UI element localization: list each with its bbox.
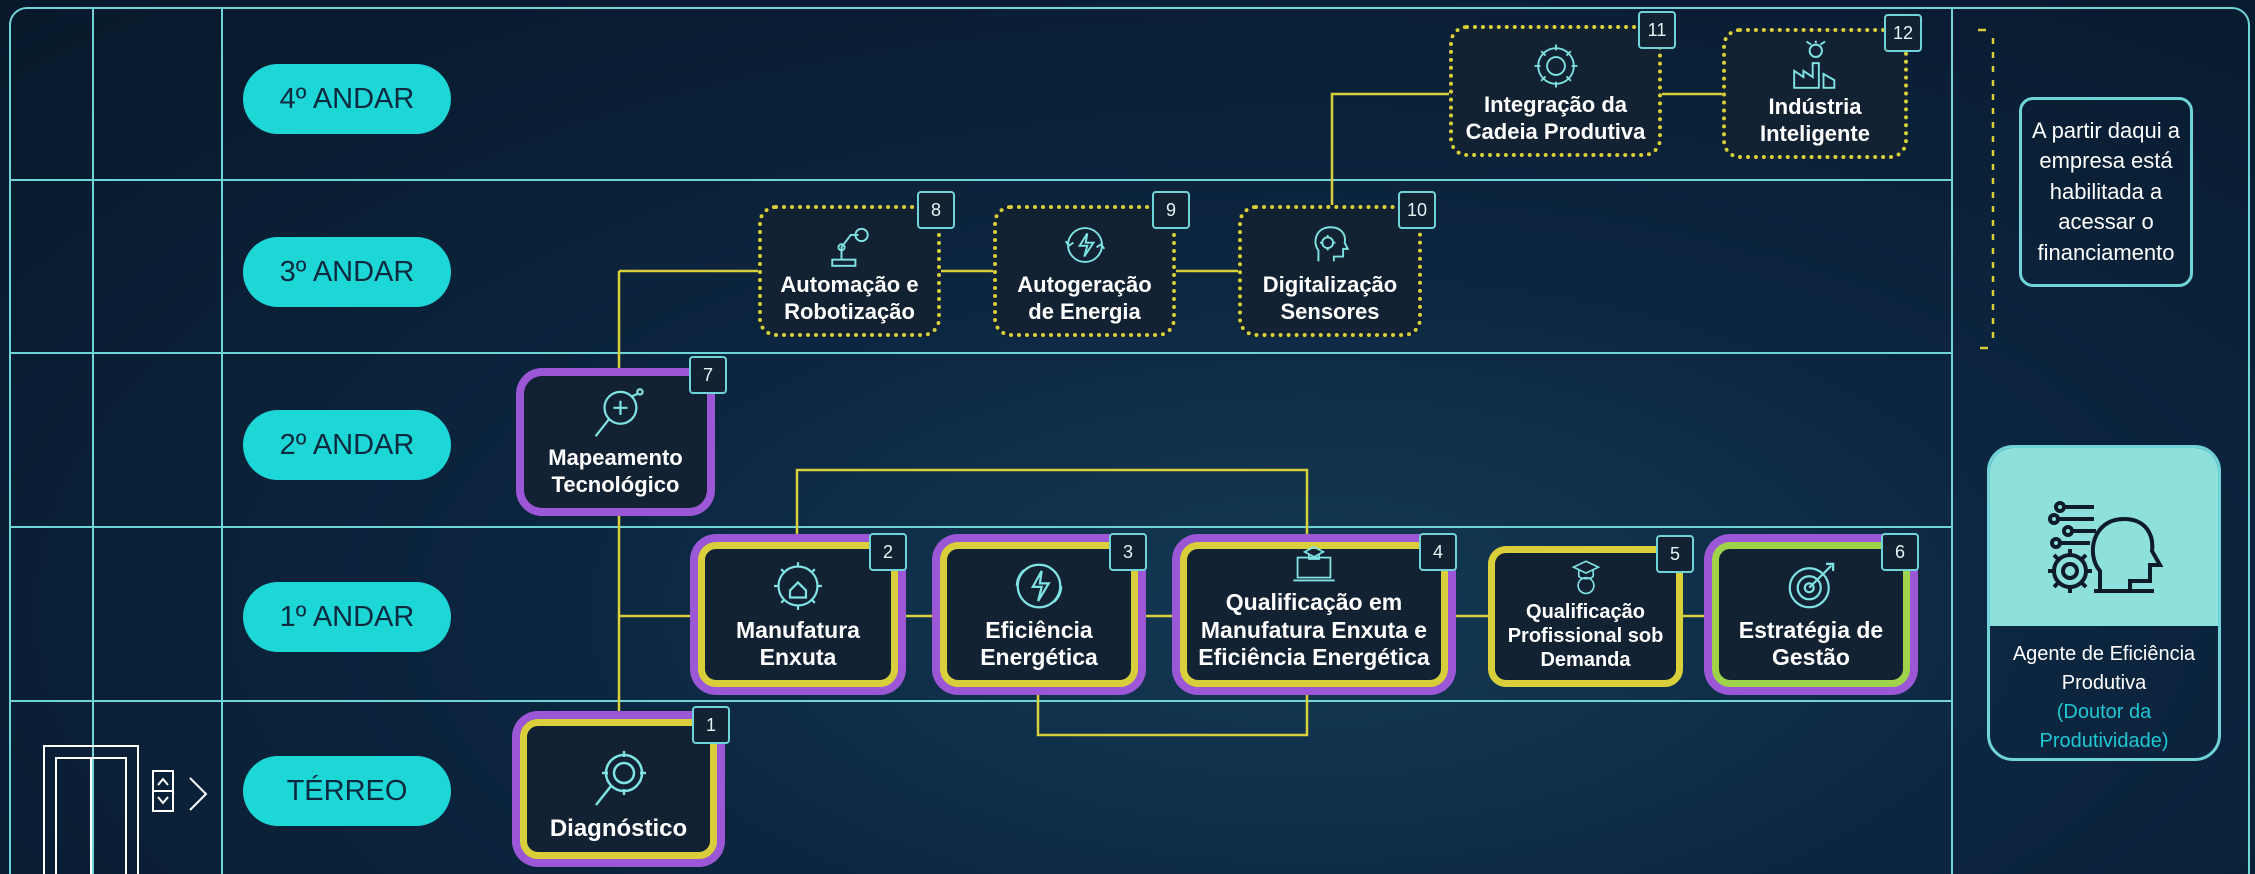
step-label: Automação e Robotização — [780, 272, 919, 324]
energy-gear-icon — [1015, 563, 1063, 609]
building-outline — [9, 7, 2250, 874]
agent-subtitle: (Doutor da Produtividade) — [2039, 701, 2169, 752]
step-number-badge: 9 — [1152, 191, 1190, 229]
step-1-diagnostico[interactable]: Diagnóstico 1 — [520, 706, 730, 859]
step-number-badge: 11 — [1638, 11, 1676, 49]
floor-label-2: 2º ANDAR — [243, 410, 451, 480]
energy-cycle-icon — [1064, 227, 1105, 264]
financing-note: A partir daqui a empresa está habilitada… — [2019, 97, 2193, 287]
financing-note-text: A partir daqui a empresa está habilitada… — [2032, 118, 2180, 265]
magnifier-gear-icon — [594, 751, 646, 806]
step-number-badge: 7 — [689, 356, 727, 394]
integration-gear-icon — [1533, 44, 1578, 88]
floor-divider — [9, 352, 1953, 354]
elevator-door-icon — [43, 745, 139, 874]
robot-arm-icon — [830, 228, 869, 268]
head-circuit-gear-icon — [2048, 501, 2164, 593]
step-label: Qualificação Profissional sob Demanda — [1507, 601, 1664, 671]
step-label: Manufatura Enxuta — [736, 616, 860, 671]
step-label: Mapeamento Tecnológico — [548, 445, 683, 497]
smart-factory-icon — [1793, 40, 1836, 90]
step-number-badge: 4 — [1419, 533, 1457, 571]
agent-image — [1990, 448, 2218, 626]
floor-label-3: 3º ANDAR — [243, 237, 451, 307]
target-gear-icon — [1788, 562, 1835, 609]
step-label: Digitalização Sensores — [1262, 272, 1398, 324]
step-12-industria-inteligente[interactable]: Indústria Inteligente 12 — [1722, 14, 1922, 159]
step-number-badge: 6 — [1881, 533, 1919, 571]
step-number-badge: 1 — [692, 706, 730, 744]
step-number-badge: 12 — [1884, 14, 1922, 52]
step-label: Autogeração de Energia — [1017, 272, 1152, 324]
floor-label-4: 4º ANDAR — [243, 64, 451, 134]
step-number-badge: 5 — [1656, 535, 1694, 573]
step-label: Integração da Cadeia Produtiva — [1465, 92, 1646, 144]
laptop-graduation-icon — [1293, 546, 1335, 582]
floor-divider — [9, 526, 1953, 528]
step-10-digitalizacao-sensores[interactable]: Digitalização Sensores 10 — [1238, 191, 1436, 337]
step-2-manufatura-enxuta[interactable]: Manufatura Enxuta 2 — [698, 533, 907, 687]
step-7-mapeamento-tecnologico[interactable]: Mapeamento Tecnológico 7 — [524, 356, 727, 508]
magnifier-circuit-icon — [594, 388, 644, 438]
agent-card: Agente de Eficiência Produtiva (Doutor d… — [1987, 445, 2221, 761]
elevator-buttons-icon[interactable] — [152, 770, 174, 814]
step-3-eficiencia-energetica[interactable]: Eficiência Energética 3 — [940, 533, 1147, 687]
column-divider — [92, 7, 94, 874]
agent-caption: Agente de Eficiência Produtiva (Doutor d… — [1990, 626, 2218, 756]
agent-title: Agente de Eficiência Produtiva — [2012, 643, 2196, 694]
chevron-right-icon — [189, 777, 208, 811]
step-label: Diagnóstico — [549, 815, 688, 843]
graduation-head-icon — [1571, 560, 1600, 595]
step-4-qualificacao-manufatura-eficiencia[interactable]: Qualificação em Manufatura Enxuta e Efic… — [1180, 533, 1457, 687]
step-label: Estratégia de Gestão — [1738, 616, 1884, 671]
step-number-badge: 8 — [917, 191, 955, 229]
step-label: Qualificação em Manufatura Enxuta e Efic… — [1198, 589, 1430, 671]
column-divider — [221, 7, 223, 874]
floor-divider — [9, 179, 1953, 181]
gear-house-icon — [774, 561, 822, 610]
step-number-badge: 2 — [869, 533, 907, 571]
step-label: Indústria Inteligente — [1759, 94, 1870, 146]
column-divider — [1951, 7, 1953, 874]
step-9-autogeracao-energia[interactable]: Autogeração de Energia 9 — [993, 191, 1190, 337]
floor-divider — [9, 700, 1953, 702]
head-circuit-gear-icon — [1314, 226, 1350, 262]
step-label: Eficiência Energética — [980, 616, 1098, 671]
step-11-integracao-cadeia-produtiva[interactable]: Integração da Cadeia Produtiva 11 — [1449, 11, 1676, 157]
step-number-badge: 3 — [1109, 533, 1147, 571]
floor-label-ground: TÉRREO — [243, 756, 451, 826]
step-6-estrategia-de-gestao[interactable]: Estratégia de Gestão 6 — [1712, 533, 1919, 687]
step-5-qualificacao-profissional[interactable]: Qualificação Profissional sob Demanda 5 — [1488, 535, 1694, 687]
floor-label-1: 1º ANDAR — [243, 582, 451, 652]
step-number-badge: 10 — [1398, 191, 1436, 229]
step-8-automacao-robotizacao[interactable]: Automação e Robotização 8 — [758, 191, 955, 337]
